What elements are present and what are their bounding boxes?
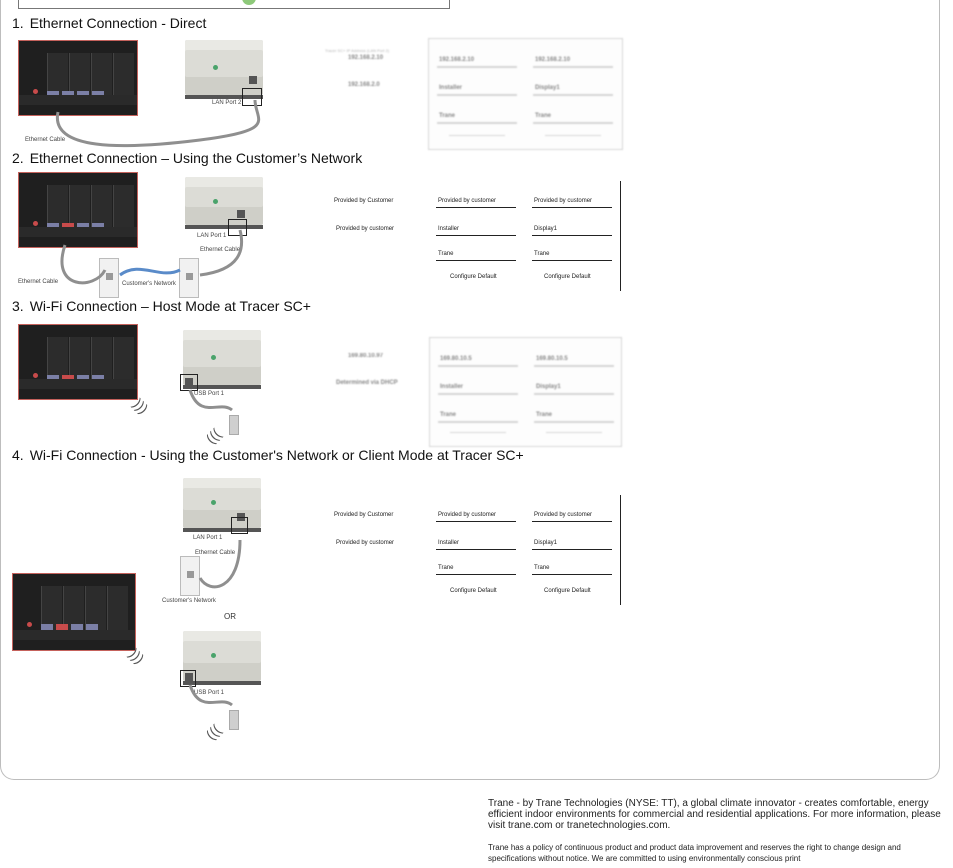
policy-statement: Trane has a policy of continuous product… [488, 843, 901, 863]
section-1-title: 1.Ethernet Connection - Direct [12, 15, 207, 31]
customers-network-label-4: Customer's Network [162, 598, 216, 604]
network-wall-jack [99, 258, 119, 298]
or-label: OR [224, 612, 236, 621]
usb-port-1-label: USB Port 1 [194, 690, 225, 696]
usb-port-1-highlight [180, 374, 198, 391]
ip-info-3: 169.80.10.97 Determined via DHCP [336, 353, 398, 386]
login-form-4: Provided by Customer Provided by custome… [322, 495, 622, 605]
tracer-sc-unit [183, 478, 261, 532]
usb-port-1-label: USB Port 1 [194, 391, 225, 397]
network-wall-jack [180, 556, 200, 596]
login-form-3: 169.80.10.5 169.80.10.5 Installer Displa… [429, 337, 622, 447]
company-description: Trane - by Trane Technologies (NYSE: TT)… [488, 798, 941, 831]
controller-display [18, 172, 138, 248]
ethernet-cable-label-1: Ethernet Cable [25, 137, 66, 143]
note-box [18, 0, 450, 9]
controller-display [18, 324, 138, 400]
login-form-1: 192.168.2.10 192.168.2.10 Installer Disp… [428, 38, 623, 150]
controller-display [18, 40, 138, 116]
note-icon [242, 0, 256, 5]
ethernet-cable-label-4: Ethernet Cable [195, 550, 236, 556]
usb-port-1-highlight [180, 670, 196, 687]
lan-port-1-label: LAN Port 1 [197, 233, 227, 239]
lan-port-2-highlight [242, 88, 262, 106]
lan-port-1-highlight [231, 517, 248, 534]
controller-display [12, 573, 136, 651]
note-text [261, 0, 263, 2]
section-2-title: 2.Ethernet Connection – Using the Custom… [12, 150, 363, 166]
tracer-sc-unit [183, 330, 261, 389]
login-form-2: Provided by Customer Provided by custome… [322, 181, 622, 291]
lan-port-1-label: LAN Port 1 [193, 535, 223, 541]
wifi-dongle [229, 710, 239, 730]
section-4-title: 4.Wi-Fi Connection - Using the Customer'… [12, 447, 524, 463]
section-3-title: 3.Wi-Fi Connection – Host Mode at Tracer… [12, 298, 311, 314]
network-wall-jack [179, 258, 199, 298]
tracer-sc-unit [185, 177, 263, 229]
customers-network-label-2: Customer's Network [122, 281, 176, 287]
wifi-dongle [229, 415, 239, 435]
lan-port-2-label: LAN Port 2 [212, 100, 242, 106]
tracer-sc-unit [185, 40, 263, 99]
ip-info-1: Tracer SC+ IP Address (LAN Port 2) 192.1… [325, 48, 390, 88]
ethernet-cable-label-2a: Ethernet Cable [200, 247, 241, 253]
ethernet-cable-label-2b: Ethernet Cable [18, 279, 59, 285]
lan-port-1-highlight [228, 219, 247, 236]
page-frame [0, 0, 940, 780]
tracer-sc-unit [183, 631, 261, 685]
